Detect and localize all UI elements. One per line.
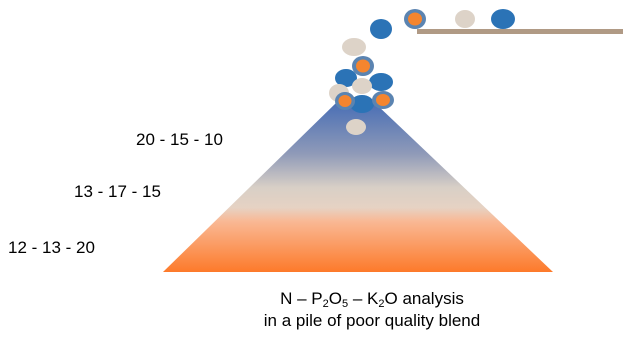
blend-pile bbox=[163, 103, 553, 272]
analysis-label-middle: 13 - 17 - 15 bbox=[74, 182, 161, 201]
beige-granule bbox=[352, 78, 372, 94]
blue-granule bbox=[350, 95, 374, 113]
orange-granule-core bbox=[376, 94, 390, 106]
caption-dash: – bbox=[348, 289, 368, 308]
blue-granule bbox=[335, 69, 357, 87]
caption-p: P bbox=[311, 289, 323, 308]
caption-line-1: N – P2O5 – K2O analysis bbox=[222, 288, 522, 310]
caption-o-analysis: O analysis bbox=[384, 289, 464, 308]
caption-dash: – bbox=[292, 289, 312, 308]
caption-o: O bbox=[328, 289, 342, 308]
analysis-label-bottom: 12 - 13 - 20 bbox=[8, 238, 95, 257]
caption-line-2: in a pile of poor quality blend bbox=[263, 311, 481, 330]
caption-k: K bbox=[367, 289, 379, 308]
blue-granule bbox=[491, 9, 515, 29]
orange-granule-core bbox=[338, 95, 352, 107]
falling-granules bbox=[329, 9, 515, 135]
blue-granule bbox=[370, 19, 392, 39]
caption-o-subscript: 5 bbox=[342, 298, 349, 310]
orange-granule-core bbox=[408, 12, 422, 26]
caption-p-subscript: 2 bbox=[322, 298, 329, 310]
blue-granule bbox=[369, 73, 393, 91]
orange-granule-core bbox=[356, 59, 370, 73]
beige-granule bbox=[342, 38, 366, 56]
analysis-label-top: 20 - 15 - 10 bbox=[136, 130, 223, 149]
caption-n: N bbox=[280, 289, 293, 308]
conveyor-belt bbox=[417, 29, 623, 34]
diagram-caption: N – P2O5 – K2O analysis in a pile of poo… bbox=[222, 288, 522, 332]
beige-granule bbox=[346, 119, 366, 135]
caption-k-subscript: 2 bbox=[378, 298, 385, 310]
beige-granule bbox=[455, 10, 475, 28]
